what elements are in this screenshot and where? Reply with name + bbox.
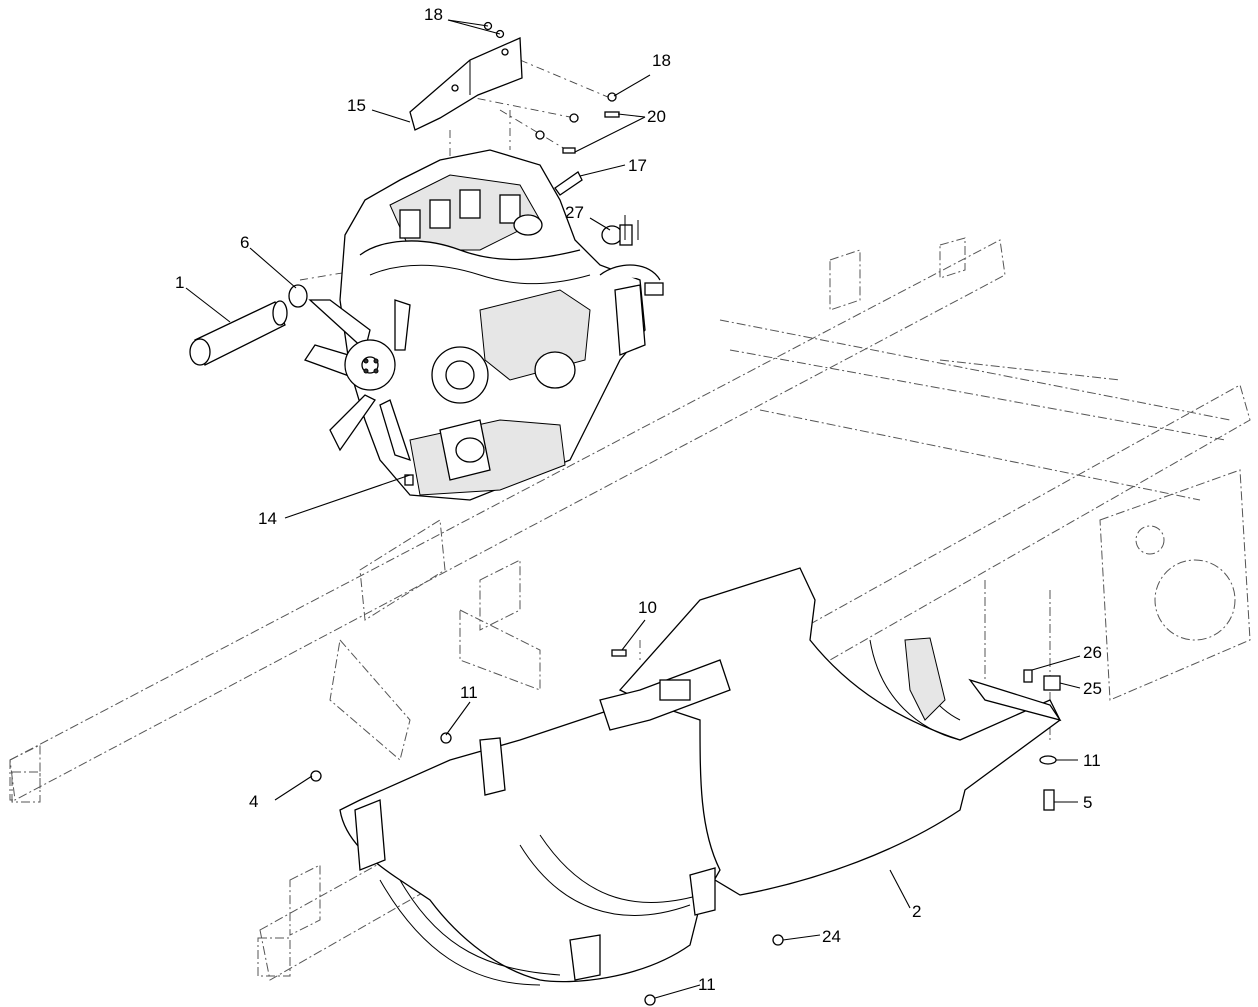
callout-24: 24: [822, 927, 841, 946]
callout-20: 20: [647, 107, 666, 126]
engine-lift-bracket: [409, 37, 523, 131]
callout-17: 17: [628, 156, 647, 175]
fan-spacer: [189, 284, 308, 366]
callout-18: 18: [424, 5, 443, 24]
callout-26: 26: [1083, 643, 1102, 662]
cooling-fan: [304, 299, 412, 462]
callout-11: 4: [249, 792, 258, 811]
assembly-lines: [299, 59, 641, 660]
chassis-frame: [9, 237, 1251, 981]
callout-2: 2: [912, 902, 921, 921]
engine-shield-assembly: [339, 567, 1062, 986]
callout-4: 11: [1083, 751, 1101, 770]
callout-18: 18: [652, 51, 671, 70]
callout-14: 14: [258, 509, 277, 528]
callout-1: 1: [175, 273, 184, 292]
engine-assembly: [339, 149, 664, 501]
callout-labels: 18 18 15 20 17 27 6 1 14 10 26 25 11 11 …: [175, 5, 1102, 994]
callout-15: 15: [347, 96, 366, 115]
callout-11: 11: [698, 975, 716, 994]
callout-5: 5: [1083, 793, 1092, 812]
fasteners: [310, 21, 1061, 1006]
callout-10: 10: [638, 598, 657, 617]
leader-lines: [185, 19, 1081, 999]
callout-6: 6: [240, 233, 249, 252]
callout-11: 11: [460, 683, 478, 702]
callout-27: 27: [565, 203, 584, 222]
callout-25: 25: [1083, 679, 1102, 698]
